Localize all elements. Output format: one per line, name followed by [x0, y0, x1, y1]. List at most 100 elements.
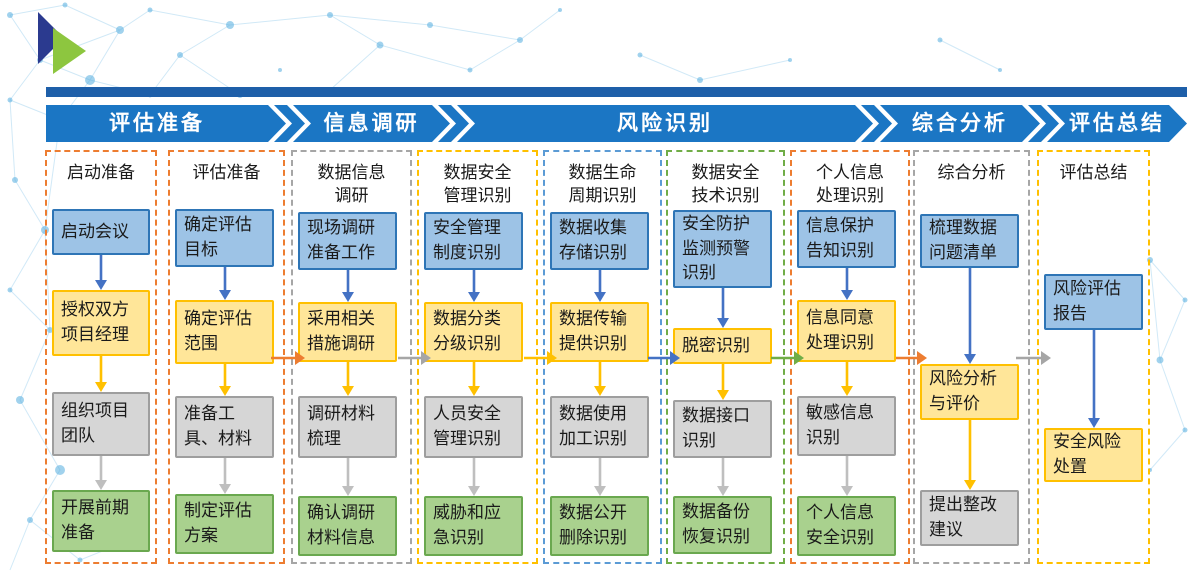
down-arrow-icon — [594, 362, 606, 396]
flow-box: 数据收集存储识别 — [550, 212, 649, 270]
column-title-text: 个人信息处理识别 — [816, 163, 884, 205]
down-arrow-icon — [717, 364, 729, 400]
flow-box-label: 威胁和应急识别 — [433, 503, 501, 547]
flow-box: 脱密识别 — [673, 328, 772, 364]
down-arrow-icon — [219, 364, 231, 396]
flow-box: 梳理数据问题清单 — [920, 214, 1019, 268]
down-arrow-icon — [964, 420, 976, 490]
column-title-text: 数据安全管理识别 — [443, 163, 512, 205]
flow-box-label: 风险分析与评价 — [929, 369, 997, 413]
flow-box-label: 开展前期准备 — [61, 498, 129, 542]
right-arrow-icon — [271, 351, 305, 365]
flow-box-label: 确定评估范围 — [184, 309, 252, 353]
down-arrow-icon — [468, 458, 480, 496]
flow-box-label: 数据公开删除识别 — [559, 503, 627, 547]
flow-box: 制定评估方案 — [175, 494, 274, 554]
flow-box: 数据接口识别 — [673, 400, 772, 458]
flow-box: 授权双方项目经理 — [52, 290, 150, 356]
flow-box-label: 数据分类分级识别 — [433, 309, 501, 353]
down-arrow-icon — [594, 270, 606, 302]
stage-label-3: 风险识别 — [617, 112, 713, 135]
flow-box: 威胁和应急识别 — [424, 496, 523, 556]
column-title: 评估准备 — [170, 162, 283, 185]
flow-box-label: 人员安全管理识别 — [433, 404, 501, 448]
flow-box: 数据传输提供识别 — [550, 302, 649, 362]
flow-box-label: 授权双方项目经理 — [61, 300, 129, 344]
flow-box-label: 确定评估目标 — [184, 215, 252, 259]
flow-box: 安全风险处置 — [1044, 428, 1143, 482]
down-arrow-icon — [594, 458, 606, 496]
down-arrow-icon — [468, 362, 480, 396]
stage-tab-2 — [293, 105, 450, 142]
down-arrow-icon — [342, 362, 354, 396]
down-arrow-icon — [95, 356, 107, 392]
flow-box-label: 确认调研材料信息 — [307, 503, 375, 547]
flow-box: 敏感信息识别 — [797, 396, 896, 456]
stage-tab-1 — [46, 105, 286, 142]
flow-box-label: 启动会议 — [61, 221, 129, 241]
down-arrow-icon — [95, 255, 107, 290]
flow-box: 调研材料梳理 — [298, 396, 397, 458]
flow-box: 确定评估目标 — [175, 209, 274, 267]
down-arrow-icon — [841, 362, 853, 396]
down-arrow-icon — [342, 270, 354, 302]
stage-label-5: 评估总结 — [1069, 112, 1165, 135]
column-title: 综合分析 — [915, 162, 1028, 185]
column-title-text: 数据信息调研 — [317, 163, 386, 205]
flow-box-label: 数据收集存储识别 — [559, 218, 627, 262]
flow-box-label: 调研材料梳理 — [307, 404, 375, 448]
flow-box: 风险评估报告 — [1044, 274, 1143, 330]
flow-box: 安全防护监测预警识别 — [673, 210, 772, 288]
down-arrow-icon — [841, 268, 853, 300]
flow-box: 采用相关措施调研 — [298, 302, 397, 362]
down-arrow-icon — [342, 458, 354, 496]
flow-box: 组织项目团队 — [52, 392, 150, 456]
logo-green-triangle-icon — [53, 28, 86, 74]
down-arrow-icon — [717, 288, 729, 328]
stage-band — [46, 105, 1187, 142]
down-arrow-icon — [95, 456, 107, 490]
flow-box-label: 信息保护告知识别 — [806, 216, 874, 260]
chevron-separator-icon — [861, 105, 892, 142]
down-arrow-icon — [468, 270, 480, 302]
flow-box: 安全管理制度识别 — [424, 212, 523, 270]
flow-box-label: 数据备份恢复识别 — [682, 502, 750, 546]
stage-tab-4 — [880, 105, 1040, 142]
column-title: 数据安全管理识别 — [419, 162, 536, 208]
stage-column-5: 数据生命周期识别数据收集存储识别数据传输提供识别数据使用加工识别数据公开删除识别 — [543, 150, 662, 564]
down-arrow-icon — [219, 458, 231, 494]
flow-box: 开展前期准备 — [52, 490, 150, 552]
stage-column-2: 评估准备确定评估目标确定评估范围准备工具、材料制定评估方案 — [168, 150, 285, 564]
brand-logo — [38, 12, 86, 74]
flow-box-label: 安全防护监测预警识别 — [682, 214, 750, 283]
down-arrow-icon — [717, 458, 729, 496]
right-arrow-icon — [398, 351, 431, 365]
stage-column-1: 启动准备启动会议授权双方项目经理组织项目团队开展前期准备 — [45, 150, 157, 564]
flow-box-label: 准备工具、材料 — [184, 404, 252, 448]
flow-box-label: 风险评估报告 — [1053, 279, 1121, 323]
stage-label-2: 信息调研 — [323, 112, 420, 135]
flow-box: 风险分析与评价 — [920, 364, 1019, 420]
flow-box-label: 信息同意处理识别 — [806, 308, 874, 352]
right-arrow-icon — [648, 351, 680, 365]
flow-box: 确认调研材料信息 — [298, 496, 397, 556]
flow-box-label: 数据传输提供识别 — [559, 309, 627, 353]
flow-box-label: 个人信息安全识别 — [806, 503, 874, 547]
right-arrow-icon — [524, 351, 557, 365]
column-title-text: 评估准备 — [192, 163, 261, 182]
flow-box-label: 安全风险处置 — [1053, 432, 1121, 476]
flow-box-label: 脱密识别 — [682, 335, 750, 355]
flow-box: 启动会议 — [52, 209, 150, 255]
flow-box: 信息同意处理识别 — [797, 300, 896, 362]
flow-box-label: 数据接口识别 — [682, 406, 750, 450]
chevron-separator-icon — [1028, 105, 1059, 142]
column-title: 数据安全技术识别 — [668, 162, 783, 208]
stage-column-6: 数据安全技术识别安全防护监测预警识别脱密识别数据接口识别数据备份恢复识别 — [666, 150, 785, 564]
flow-box: 数据使用加工识别 — [550, 396, 649, 458]
stage-tab-3 — [457, 105, 873, 142]
right-arrow-icon — [896, 351, 927, 365]
column-title-text: 数据生命周期识别 — [568, 163, 637, 205]
flow-box-label: 提出整改建议 — [929, 495, 997, 539]
flow-box: 数据分类分级识别 — [424, 302, 523, 362]
